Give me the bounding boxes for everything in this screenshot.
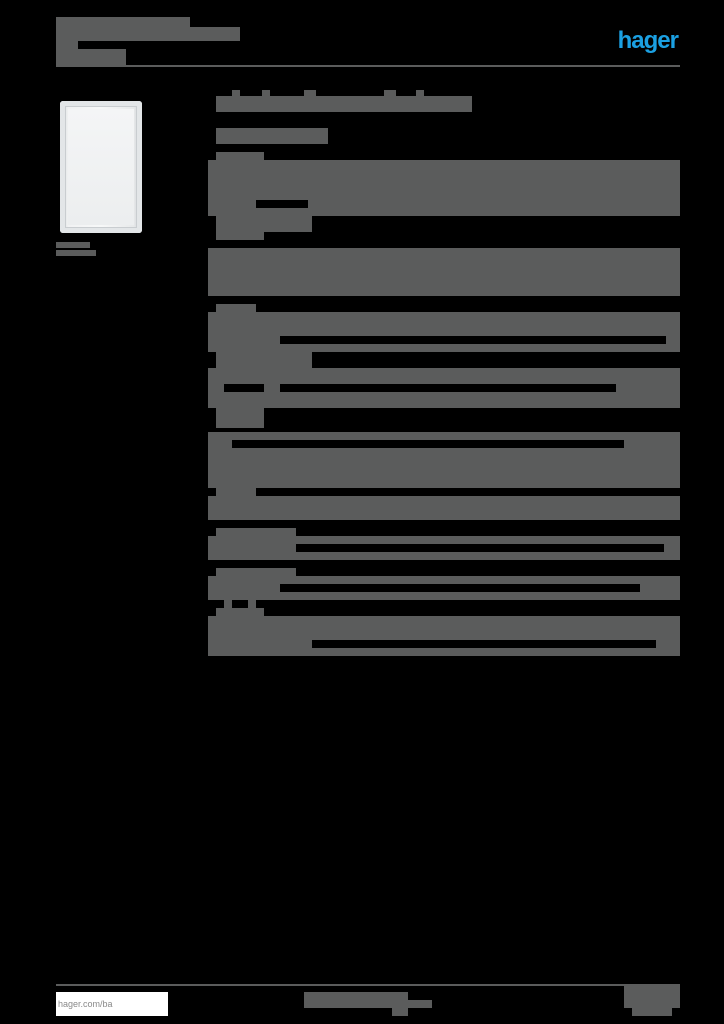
hager-logo: hager [617, 27, 679, 54]
spec-text-block [208, 368, 680, 384]
product-image-inner [68, 109, 134, 225]
spec-text-block [208, 448, 680, 488]
footer-text-block [392, 1008, 408, 1016]
spec-text-block [262, 90, 270, 96]
spec-text-block [208, 552, 680, 560]
spec-text-block [216, 216, 312, 232]
spec-text-block [208, 312, 680, 336]
spec-text-block [216, 304, 256, 312]
spec-text-block [624, 440, 680, 448]
spec-text-block [384, 90, 396, 96]
spec-text-block [208, 496, 680, 520]
spec-text-block [216, 152, 264, 160]
footer-website-link[interactable]: hager.com/ba [56, 992, 168, 1016]
footer-text-block [304, 992, 408, 1008]
caption-text-block [56, 242, 90, 248]
spec-text-block [208, 384, 224, 392]
spec-text-block [216, 488, 256, 496]
spec-text-block [208, 336, 280, 344]
spec-text-block [208, 576, 680, 584]
spec-text-block [216, 96, 472, 112]
product-image [60, 101, 142, 233]
spec-text-block [208, 160, 680, 200]
spec-text-block [616, 384, 680, 392]
spec-text-block [216, 232, 264, 240]
spec-text-block [216, 528, 296, 536]
spec-text-block [208, 648, 680, 656]
spec-text-block [216, 568, 296, 576]
spec-text-block [248, 600, 256, 608]
spec-text-block [640, 584, 680, 592]
footer-divider [56, 984, 680, 986]
spec-text-block [216, 128, 328, 144]
spec-text-block [666, 336, 680, 344]
spec-text-block [208, 432, 680, 440]
spec-text-block [216, 408, 264, 416]
title-text-block [56, 59, 126, 65]
spec-text-block [208, 584, 280, 592]
spec-text-block [664, 544, 680, 552]
caption-text-block [56, 250, 96, 256]
spec-text-block [224, 600, 232, 608]
title-text-block [56, 41, 78, 51]
title-text-block [56, 27, 240, 41]
header-divider [56, 65, 680, 67]
spec-text-block [416, 90, 424, 96]
spec-text-block [208, 344, 680, 352]
spec-text-block [208, 616, 680, 640]
spec-text-block [208, 640, 312, 648]
spec-text-block [308, 200, 680, 208]
spec-text-block [304, 90, 316, 96]
spec-text-block [216, 352, 312, 368]
spec-text-block [208, 536, 680, 544]
spec-text-block [208, 392, 680, 408]
footer-text-block [392, 1000, 432, 1008]
title-text-block [56, 49, 126, 59]
spec-text-block [208, 440, 232, 448]
spec-text-block [208, 248, 680, 296]
spec-text-block [208, 200, 256, 208]
spec-text-block [216, 608, 264, 616]
spec-text-block [208, 592, 680, 600]
spec-text-block [232, 90, 240, 96]
spec-text-block [208, 544, 296, 552]
spec-text-block [208, 208, 680, 216]
spec-text-block [264, 384, 280, 392]
spec-text-block [656, 640, 680, 648]
spec-text-block [216, 416, 264, 428]
footer-text-block [632, 1008, 672, 1016]
footer-text-block [624, 984, 680, 1008]
